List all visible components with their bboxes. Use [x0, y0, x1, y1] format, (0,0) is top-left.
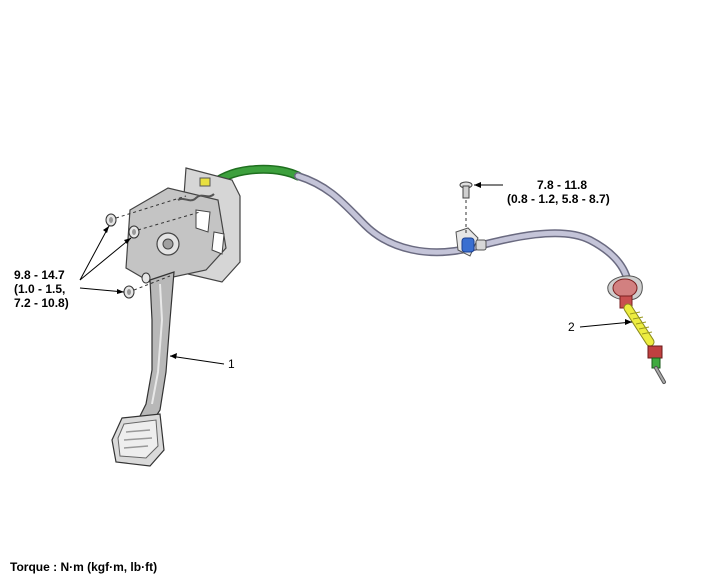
part-2-leader: [579, 321, 633, 328]
left-torque-leader-1: [79, 225, 110, 281]
right-torque-value: 7.8 - 11.8 (0.8 - 1.2, 5.8 - 8.7): [507, 178, 610, 206]
bracket-nut-middle: [128, 225, 140, 239]
left-torque-leader-2: [79, 237, 132, 281]
cable-mounting-bracket: [455, 227, 487, 257]
torque-unit-legend: Torque : N·m (kgf·m, lb·ft): [10, 560, 158, 574]
assist-spring: [177, 193, 215, 202]
left-torque-value: 9.8 - 14.7 (1.0 - 1.5, 7.2 - 10.8): [14, 268, 69, 310]
bracket-bolt: [459, 181, 473, 199]
part-1-leader: [169, 355, 225, 365]
clutch-pedal-assembly: [105, 167, 241, 467]
left-torque-line-3: 7.2 - 10.8): [14, 296, 69, 310]
bracket-nut-upper: [105, 213, 117, 227]
right-torque-line-2: (0.8 - 1.2, 5.8 - 8.7): [507, 192, 610, 206]
pedal-arm: [133, 271, 175, 433]
left-torque-line-2: (1.0 - 1.5,: [14, 282, 66, 296]
part-number-2: 2: [568, 320, 575, 334]
part-number-1: 1: [228, 357, 235, 371]
bracket-nut-lower: [123, 285, 135, 299]
cable-rod-end: [647, 345, 666, 384]
pedal-pad: [111, 413, 165, 467]
clutch-cable: [203, 164, 666, 384]
left-torque-leader-3: [79, 287, 125, 293]
cable-threaded-section: [623, 303, 655, 347]
right-torque-line-1: 7.8 - 11.8: [537, 178, 588, 192]
cable-end-grommet: [607, 275, 643, 309]
pedal-switch: [199, 177, 211, 187]
left-torque-line-1: 9.8 - 14.7: [14, 268, 65, 282]
bracket-nut-stud: [141, 272, 151, 284]
leader-lines: [79, 182, 633, 365]
